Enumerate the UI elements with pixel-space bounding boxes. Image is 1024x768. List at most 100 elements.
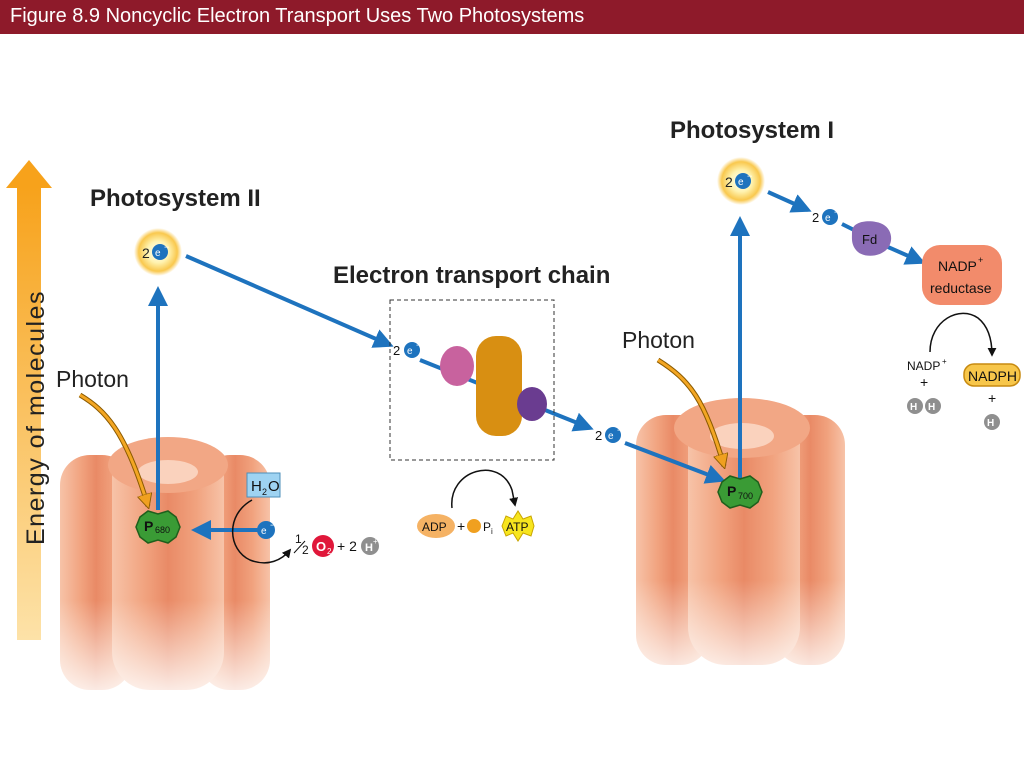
proton-symbol-2: H [928,402,935,413]
energy-axis-label: Energy of molecules [22,290,50,545]
water-sub: 2 [262,487,267,497]
ps1-transfer-count: 2 [812,210,819,225]
atp-label: ATP [506,520,528,534]
water-box [246,472,281,498]
phosphate-sub: i [491,527,493,536]
ps1-electron-count: 2 [725,174,733,190]
photosystem2-photon-arrow [79,393,148,506]
photosystem1-excited-electrons: 2 e − [717,157,765,205]
etc-entry-electron-count: 2 [393,343,400,358]
adp-label: ADP [422,520,447,534]
ps2-to-etc-arrow [185,254,394,348]
oxygen-symbol: O [316,539,326,554]
nadp-reductase-line2: reductase [930,280,992,296]
photosystem1-photon-arrow [657,358,724,466]
etc-exit-electron-minus: − [617,425,622,435]
water-h: H [251,478,262,495]
p680-letter: P [144,518,153,534]
adp-plus: + [457,518,465,534]
electron-icon [152,244,168,260]
fd-to-reductase-arrow [887,245,926,265]
energy-axis: Energy of molecules [6,160,52,640]
etc-entry-electron-symbol: e [407,346,413,357]
photosystem1-photon-label: Photon [622,327,695,353]
nadp-plus-label: NADP [907,359,940,373]
etc-dashed-border [389,299,555,461]
p680-reaction-center: P 680 [135,510,181,544]
fd-label: Fd [862,232,877,247]
nadp-reductase: NADP + reductase [922,245,1002,305]
etc-exit-electron-symbol: e [608,431,614,442]
oxygen-coeff-den: 2 [302,543,309,557]
nadph-proton-symbol: H [987,418,994,429]
phosphate-label: P [483,520,491,534]
oxygen-icon [312,535,334,557]
etc-to-ps1-arrow [624,441,726,484]
ps1-transfer-electron-symbol: e [825,213,831,224]
etc-protein-pink [440,346,474,386]
proton-icon [361,537,379,555]
oxygen-sub: 2 [327,547,332,556]
ps1-electron-symbol: e [738,177,744,188]
water-o: O [268,478,280,495]
ps2-electron-count: 2 [142,245,150,261]
nadph-formation: NADP + + H H NADPH + H [907,312,1021,430]
water-split-arrow [231,499,292,564]
title-bar: Figure 8.9 Noncyclic Electron Transport … [0,0,1024,34]
proton-symbol-1: H [910,402,917,413]
ps1-transfer-electron-minus: − [834,207,839,217]
nadp-reductase-line1: NADP [938,258,977,274]
proton-coeff: + 2 [337,538,357,554]
proton-icon-2 [925,398,941,414]
energy-axis-arrowhead [6,160,52,188]
etc-exit-electrons: 2 e − [595,425,622,443]
etc-entry-electron-minus: − [416,340,421,350]
split-electron-minus: − [270,520,275,530]
atp-icon [501,510,535,542]
photosystem1-heading: Photosystem I [670,117,834,144]
etc-heading: Electron transport chain [333,262,610,289]
nadph-cycle-arrow [929,312,997,357]
proton-symbol: H [365,542,373,554]
nadph-plus: + [988,390,996,406]
etc-exit-electron-count: 2 [595,428,602,443]
ps1-transfer-electron-icon [822,209,838,225]
nadph-icon [963,363,1021,387]
water-splitting: H 2 O e − 1 2 O 2 + 2 H + [231,472,379,564]
nadp-plus-sign: + [942,357,947,366]
phosphate-icon [467,519,481,533]
etc-box: 2 e − [389,299,555,461]
ps1-electron-icon [735,173,751,189]
p700-subscript: 700 [738,491,753,501]
ps1-electron-minus: − [747,171,752,181]
proton-plus: + [373,537,378,546]
etc-protein-purple [517,387,547,421]
atp-synthesis: ADP + P i ATP [417,469,535,542]
oxygen-coeff-num: 1 [295,532,302,546]
oxygen-fraction-bar [293,540,306,554]
nadph-proton-icon [984,414,1000,430]
split-electron-symbol: e [261,526,267,537]
p700-reaction-center: P 700 [717,475,763,509]
atp-cycle-arrow [451,469,519,509]
nadp-reductase-plus: + [978,255,983,265]
ferredoxin: Fd [851,221,892,256]
nadp-plus-operator: + [920,374,928,390]
etc-exit-electron-icon [605,427,621,443]
etc-protein-gold [476,336,522,436]
electron-minus: − [164,242,169,252]
adp-icon [417,514,455,538]
fd-icon [851,221,892,256]
p680-subscript: 680 [155,525,170,535]
ps1-transfer-electrons: 2 e − [812,207,839,225]
page-title: Figure 8.9 Noncyclic Electron Transport … [10,5,585,27]
nadp-reductase-icon [922,245,1002,305]
proton-icon-1 [907,398,923,414]
split-electron-icon [257,521,275,539]
energy-axis-bar [17,186,41,640]
ps1-to-fd-arrow-1 [767,190,812,213]
p700-letter: P [727,483,736,499]
photosystem2-photon-label: Photon [56,366,129,392]
photosystem2-excited-electrons: 2 e − [134,228,182,276]
